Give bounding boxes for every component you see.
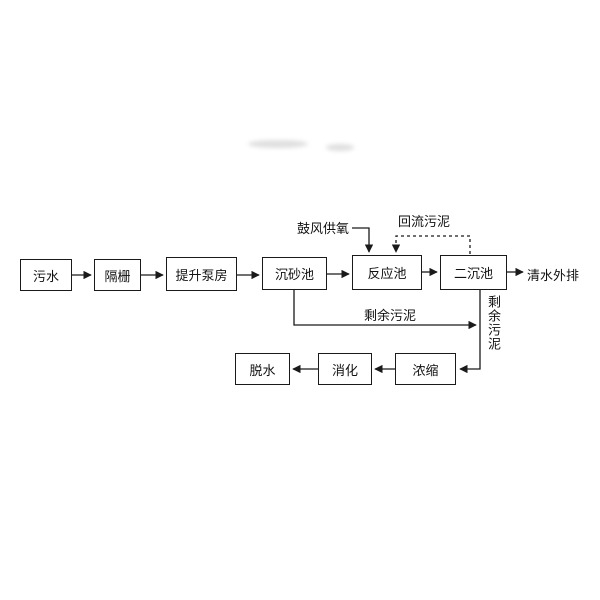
node-reaction-tank-label: 反应池 (367, 266, 407, 281)
node-sewage-label: 污水 (32, 268, 59, 284)
node-secondary-clarifier-label: 二沉池 (453, 266, 493, 281)
node-sewage: 污水 (20, 259, 72, 291)
node-screen-label: 隔栅 (104, 268, 131, 284)
node-grit-chamber-label: 沉砂池 (274, 267, 314, 282)
smudge-artifact (326, 144, 354, 151)
label-blower-oxygen: 鼓风供氧 (297, 221, 350, 236)
smudge-artifact (248, 140, 308, 148)
node-lift-pump-station-label: 提升泵房 (175, 267, 228, 283)
label-excess-sludge-vertical: 剩余污泥 (486, 295, 501, 351)
node-thickening-label: 浓缩 (412, 362, 439, 378)
node-dewatering-label: 脱水 (249, 362, 276, 378)
node-digestion-label: 消化 (331, 362, 358, 378)
node-lift-pump-station: 提升泵房 (166, 257, 237, 291)
node-digestion: 消化 (318, 353, 372, 385)
node-screen: 隔栅 (94, 259, 141, 291)
label-excess-sludge: 剩余污泥 (364, 308, 417, 323)
node-grit-chamber: 沉砂池 (262, 257, 327, 290)
label-effluent-discharge: 清水外排 (527, 268, 580, 283)
node-thickening: 浓缩 (395, 353, 456, 385)
label-return-sludge: 回流污泥 (398, 214, 451, 229)
node-secondary-clarifier: 二沉池 (440, 255, 507, 290)
node-dewatering: 脱水 (235, 353, 290, 385)
node-reaction-tank: 反应池 (352, 255, 422, 290)
